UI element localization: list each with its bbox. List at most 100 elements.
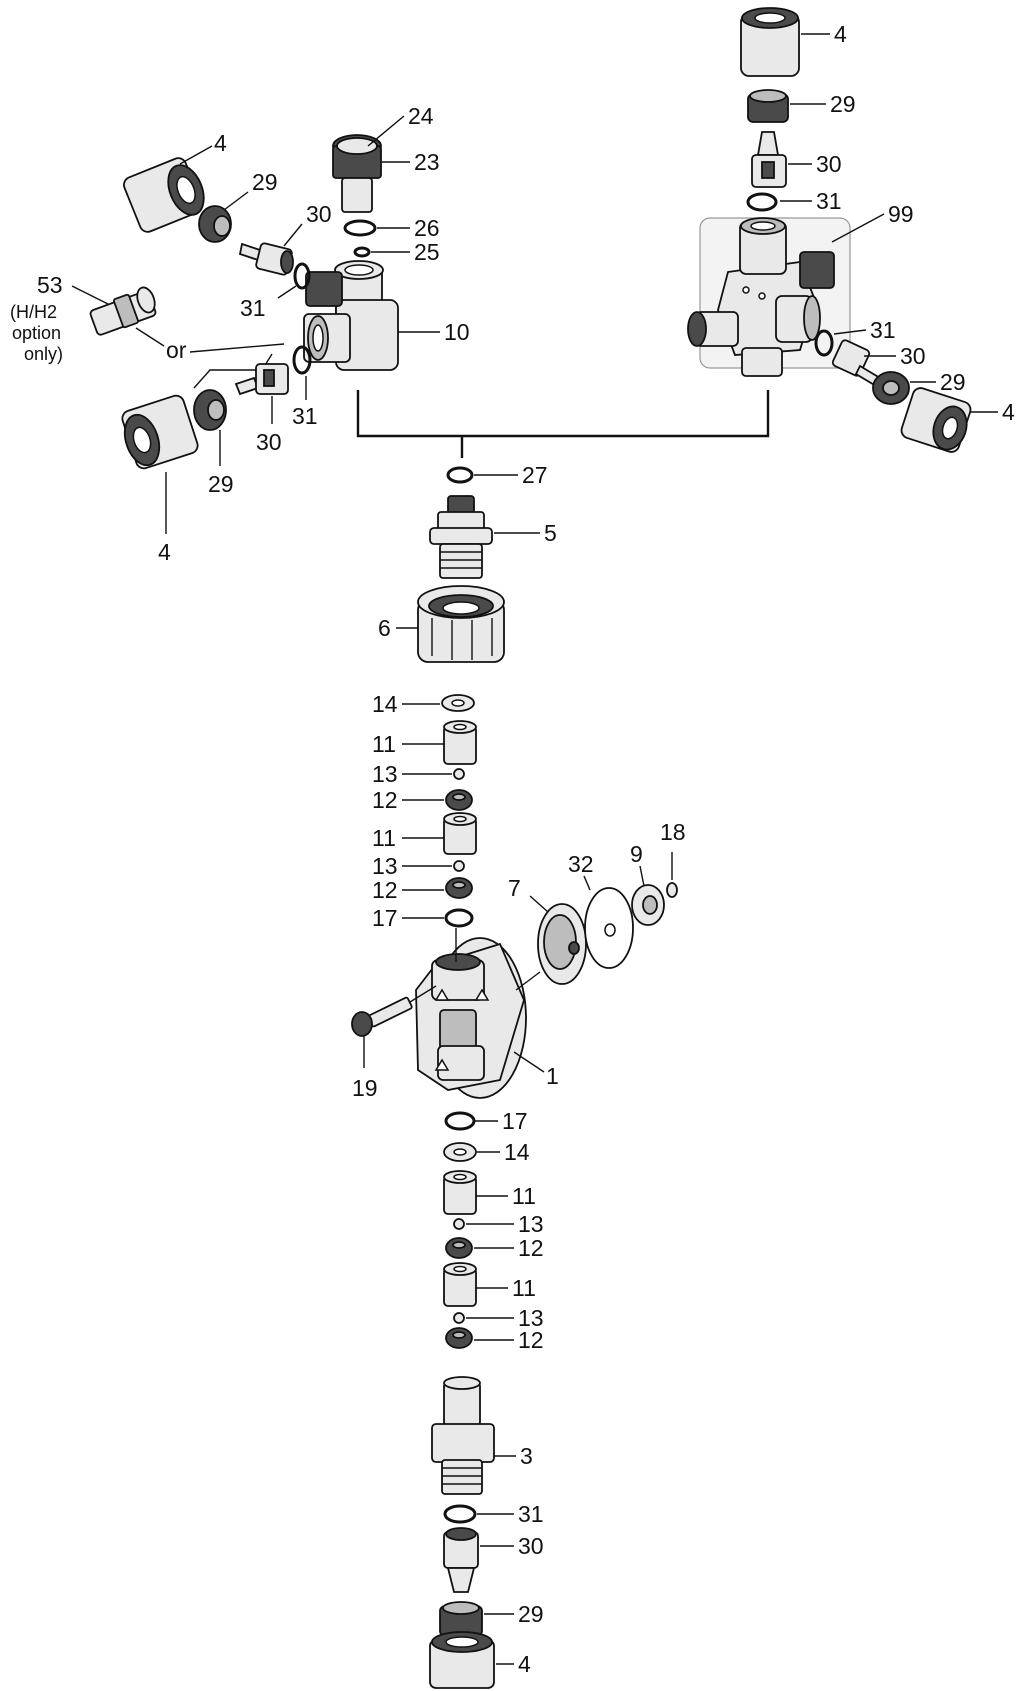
callout-30-left: 30 xyxy=(256,429,282,455)
callout-11-lower-a: 11 xyxy=(512,1183,536,1209)
callout-99: 99 xyxy=(888,201,914,227)
callout-4-upper-left: 4 xyxy=(214,130,227,156)
nut-4-upper-left xyxy=(123,157,205,233)
seat-12-lower-a xyxy=(445,1237,473,1259)
ferrule-29-left xyxy=(193,389,227,431)
seat-12-upper-b xyxy=(445,877,473,899)
callout-11-upper-a: 11 xyxy=(372,731,396,757)
callout-53-note-line1: (H/H2 xyxy=(10,302,57,322)
callout-31-upper-left: 31 xyxy=(240,295,266,321)
callout-14-lower: 14 xyxy=(504,1139,530,1165)
oring-31-upper-left xyxy=(293,262,311,290)
callout-26: 26 xyxy=(414,215,440,241)
oring-31-top-right xyxy=(746,192,778,212)
adapter-53 xyxy=(89,286,157,336)
ball-13-upper-b xyxy=(453,860,465,872)
callout-13-upper-a: 13 xyxy=(372,761,398,787)
ferrule-29-bottom xyxy=(439,1601,483,1637)
callout-12-lower-a: 12 xyxy=(518,1235,544,1261)
oring-31-left xyxy=(292,345,312,375)
nut-4-right xyxy=(900,387,972,453)
callout-29-bottom: 29 xyxy=(518,1601,544,1627)
retaining-ring-18 xyxy=(666,882,678,898)
callout-29-left: 29 xyxy=(208,471,234,497)
washer-14-lower xyxy=(443,1142,477,1162)
callout-53-note-line2: option xyxy=(12,323,61,343)
callout-13-lower-a: 13 xyxy=(518,1211,544,1237)
callout-53-note-line3: only) xyxy=(24,344,63,364)
seat-12-lower-b xyxy=(445,1327,473,1349)
callout-31-top-right: 31 xyxy=(816,188,842,214)
cage-11-lower-b xyxy=(443,1262,477,1307)
valve-fitting-5 xyxy=(429,495,493,579)
or-label: or xyxy=(166,337,187,363)
oring-27 xyxy=(446,466,474,484)
cage-11-upper-a xyxy=(443,720,477,765)
callout-29-upper-left: 29 xyxy=(252,169,278,195)
nut-4-bottom xyxy=(429,1631,495,1689)
ferrule-29-top-right xyxy=(747,89,789,123)
screw-19 xyxy=(351,996,413,1037)
washer-9 xyxy=(631,884,665,926)
insert-30-upper-left xyxy=(238,242,294,276)
callout-4-top-right: 4 xyxy=(834,21,847,47)
callout-12-upper-a: 12 xyxy=(372,787,398,813)
callout-31-bottom: 31 xyxy=(518,1501,544,1527)
callout-19: 19 xyxy=(352,1075,378,1101)
oring-31-right xyxy=(814,329,834,357)
cage-11-upper-b xyxy=(443,812,477,855)
ferrule-29-right xyxy=(872,371,910,405)
callout-31-left: 31 xyxy=(292,403,318,429)
insert-30-left xyxy=(234,363,289,396)
ferrule-29-upper-left xyxy=(198,205,232,243)
backup-disk-32 xyxy=(584,887,634,969)
callout-24: 24 xyxy=(408,103,434,129)
oring-26 xyxy=(343,219,377,237)
cap-23-24 xyxy=(332,134,382,213)
callout-4-left: 4 xyxy=(158,539,171,565)
insert-30-top-right xyxy=(751,131,787,188)
callout-17-upper: 17 xyxy=(372,905,398,931)
pump-head-1 xyxy=(415,937,527,1099)
callout-27: 27 xyxy=(522,462,548,488)
valve-body-99 xyxy=(687,217,851,377)
callout-17-lower: 17 xyxy=(502,1108,528,1134)
callout-5: 5 xyxy=(544,520,557,546)
callout-25: 25 xyxy=(414,239,440,265)
callout-53: 53 xyxy=(37,272,63,298)
callout-10: 10 xyxy=(444,319,470,345)
callout-12-lower-b: 12 xyxy=(518,1327,544,1353)
callout-23: 23 xyxy=(414,149,440,175)
oring-31-bottom xyxy=(443,1504,477,1524)
nut-4-left xyxy=(121,394,199,470)
union-nut-6 xyxy=(417,585,505,663)
ball-13-lower-b xyxy=(453,1312,465,1324)
seat-12-upper-a xyxy=(445,789,473,811)
callout-29-top-right: 29 xyxy=(830,91,856,117)
ball-13-upper-a xyxy=(453,768,465,780)
nut-4-top-right xyxy=(740,7,800,77)
washer-14-upper xyxy=(441,694,475,712)
callout-12-upper-b: 12 xyxy=(372,877,398,903)
callout-30-upper-left: 30 xyxy=(306,201,332,227)
diaphragm-7 xyxy=(537,903,587,985)
callout-13-upper-b: 13 xyxy=(372,853,398,879)
insert-30-bottom xyxy=(443,1527,479,1593)
oring-17-upper xyxy=(444,908,474,928)
tee-body-10 xyxy=(303,260,399,371)
callout-29-right: 29 xyxy=(940,369,966,395)
callout-13-lower-b: 13 xyxy=(518,1305,544,1331)
fitting-3 xyxy=(431,1376,495,1495)
cage-11-lower-a xyxy=(443,1170,477,1215)
callout-11-lower-b: 11 xyxy=(512,1275,536,1301)
ball-13-lower-a xyxy=(453,1218,465,1230)
callout-30-top-right: 30 xyxy=(816,151,842,177)
callout-31-right: 31 xyxy=(870,317,896,343)
callout-11-upper-b: 11 xyxy=(372,825,396,851)
callout-6: 6 xyxy=(378,615,391,641)
callout-30-right: 30 xyxy=(900,343,926,369)
callout-18: 18 xyxy=(660,819,686,845)
callout-32: 32 xyxy=(568,851,594,877)
callout-1: 1 xyxy=(546,1063,559,1089)
